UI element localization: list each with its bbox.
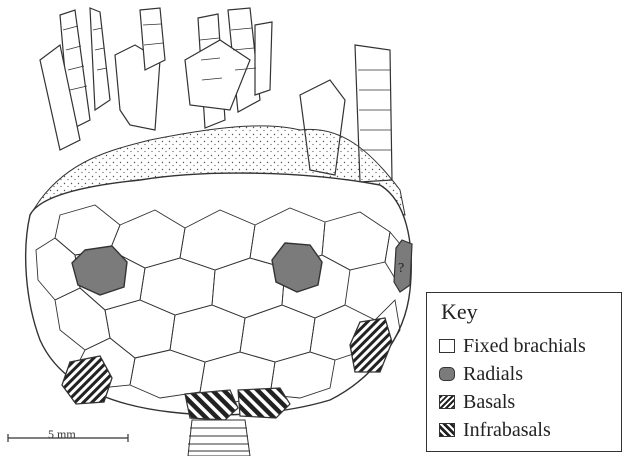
key-item-label: Basals [463,391,515,414]
key-item-label: Radials [463,363,523,386]
radials-swatch [439,367,455,381]
scale-bar-label: 5 mm [48,427,76,442]
key-item-label: Infrabasals [463,419,551,442]
basals-swatch [439,395,455,409]
key-item-radials: Radials [439,361,523,387]
key-legend: Key Fixed brachials Radials Basals Infra… [426,292,622,452]
key-item-label: Fixed brachials [463,335,586,358]
plate-question-mark: ? [398,261,404,276]
key-item-fixed-brachials: Fixed brachials [439,333,586,359]
key-item-infrabasals: Infrabasals [439,417,551,443]
basal-plate-left [62,356,112,404]
infrabasal-plate-left [185,390,238,420]
stem [188,420,250,456]
key-item-basals: Basals [439,389,515,415]
key-title: Key [441,299,478,325]
fixed-brachials-swatch [439,339,455,353]
infrabasal-plate-right [238,388,290,418]
infrabasals-swatch [439,423,455,437]
